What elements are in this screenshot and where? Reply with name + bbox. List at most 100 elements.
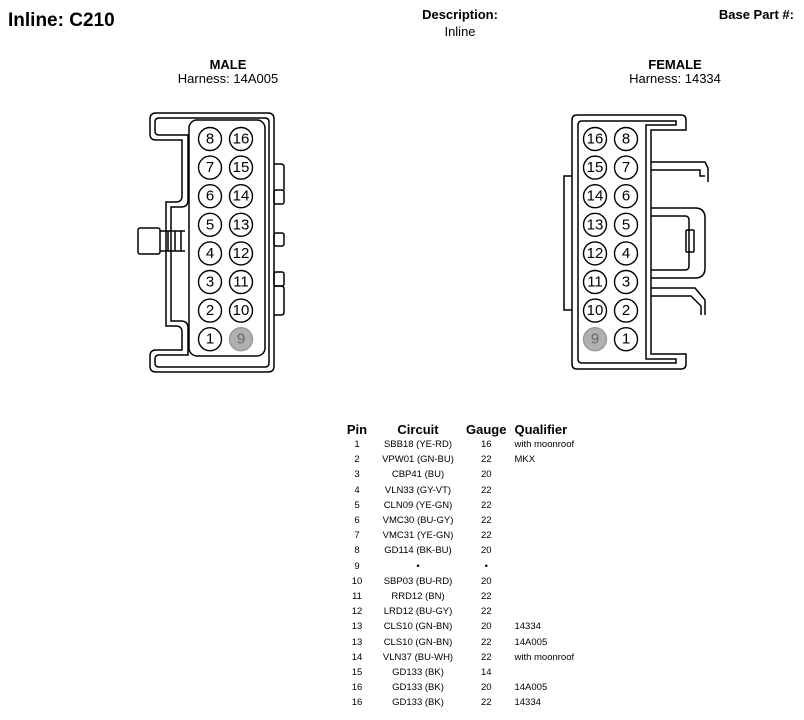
male-pin-4: 4 [197, 241, 223, 266]
qualifier-cell [510, 467, 608, 482]
female-pin-9: 9 [582, 326, 608, 352]
pin-circle [197, 183, 223, 209]
male-pin-14: 14 [228, 183, 254, 209]
gauge-cell: 22 [480, 636, 492, 648]
gauge-cell: 20 [480, 621, 492, 633]
pin-cell: 6 [354, 515, 360, 527]
qualifier-cell: 14334 [514, 697, 541, 709]
pin-label: 13 [587, 216, 604, 233]
qualifier-cell: with moonroof [514, 439, 575, 451]
qualifier-cell: 14334 [514, 621, 541, 633]
pin-cell: 5 [354, 499, 360, 511]
pin-cell: 14 [351, 651, 363, 663]
pin-label: 14 [587, 188, 604, 205]
pin-circle [613, 269, 639, 295]
pin-column-header: Pin [346, 421, 368, 437]
pin-label: 6 [622, 188, 630, 205]
qualifier-cell [510, 498, 608, 513]
pin-label: 8 [622, 131, 630, 148]
table-row: 4 VLN33 (GY-VT) 22 [340, 483, 608, 498]
pin-cell: 16 [351, 697, 363, 709]
female-pin-12: 12 [582, 241, 608, 266]
pin-circle [228, 183, 254, 209]
circuit-cell: LRD12 (BU-GY) [383, 606, 453, 618]
circuit-cell: SBP03 (BU-RD) [383, 575, 453, 587]
table-row: 9•• [340, 559, 608, 574]
circuit-column-header: Circuit [397, 421, 439, 437]
pin-cell: 15 [351, 666, 363, 678]
pin-circle [582, 126, 608, 152]
pin-circle [613, 212, 639, 238]
pin-label: 11 [587, 274, 603, 291]
pin-circle [613, 126, 639, 152]
pin-table-header: Pin Circuit Gauge Qualifier [340, 421, 608, 437]
circuit-cell: SBB18 (YE-RD) [383, 439, 453, 451]
circuit-cell: VMC30 (BU-GY) [382, 515, 454, 527]
circuit-cell: VLN33 (GY-VT) [384, 484, 452, 496]
male-connector-housing [137, 112, 285, 373]
male-pin-5: 5 [197, 212, 223, 238]
pin-label: 1 [622, 331, 630, 348]
qualifier-cell [510, 665, 608, 680]
pin-cell: 13 [351, 621, 363, 633]
circuit-cell: GD114 (BK-BU) [384, 545, 452, 557]
pin-table: Pin Circuit Gauge Qualifier 1 SBB18 (YE-R… [340, 421, 608, 710]
table-row: 2 VPW01 (GN-BU) 22 MKX [340, 452, 608, 467]
pin-cell: 2 [354, 454, 360, 466]
female-pin-5: 5 [613, 212, 639, 238]
qualifier-cell [510, 513, 608, 528]
pin-circle [228, 241, 254, 266]
pin-cell: 16 [351, 682, 363, 694]
pin-circle [582, 326, 608, 352]
female-pin-14: 14 [582, 183, 608, 209]
male-pin-12: 12 [228, 241, 254, 266]
pin-label: 2 [206, 302, 214, 319]
male-pin-7: 7 [197, 155, 223, 180]
male-pin-10: 10 [228, 298, 254, 323]
pin-cell: 13 [351, 636, 363, 648]
pin-cell: 8 [354, 545, 360, 557]
gauge-cell: 22 [480, 484, 492, 496]
pin-cell: 1 [354, 439, 360, 451]
pin-circle [613, 326, 639, 352]
gauge-cell: 22 [480, 454, 492, 466]
female-pin-3: 3 [613, 269, 639, 295]
pin-label: 13 [233, 216, 250, 233]
pin-label: 16 [233, 131, 250, 148]
gauge-column-header: Gauge [466, 421, 507, 437]
pin-circle [228, 326, 254, 352]
pin-circle [582, 155, 608, 180]
qualifier-cell [510, 483, 608, 498]
pin-circle [613, 183, 639, 209]
pin-circle [197, 212, 223, 238]
female-pin-1: 1 [613, 326, 639, 352]
pin-circle [582, 269, 608, 295]
pin-cell: 3 [354, 469, 360, 481]
pin-label: 4 [622, 245, 630, 262]
qualifier-cell: with moonroof [514, 651, 575, 663]
pin-circle [228, 212, 254, 238]
qualifier-cell: MKX [514, 454, 536, 466]
pin-cell: 4 [354, 484, 360, 496]
pin-label: 2 [622, 302, 630, 319]
pin-label: 8 [206, 131, 214, 148]
female-pin-11: 11 [582, 269, 608, 295]
pin-label: 9 [237, 331, 245, 348]
circuit-cell: VPW01 (GN-BU) [382, 454, 454, 466]
female-pin-8: 8 [613, 126, 639, 152]
male-pin-8: 8 [197, 126, 223, 152]
female-pin-15: 15 [582, 155, 608, 180]
pin-circle [613, 155, 639, 180]
pin-circle [228, 298, 254, 323]
pin-cell: 10 [351, 575, 363, 587]
male-pin-1: 1 [197, 326, 223, 352]
